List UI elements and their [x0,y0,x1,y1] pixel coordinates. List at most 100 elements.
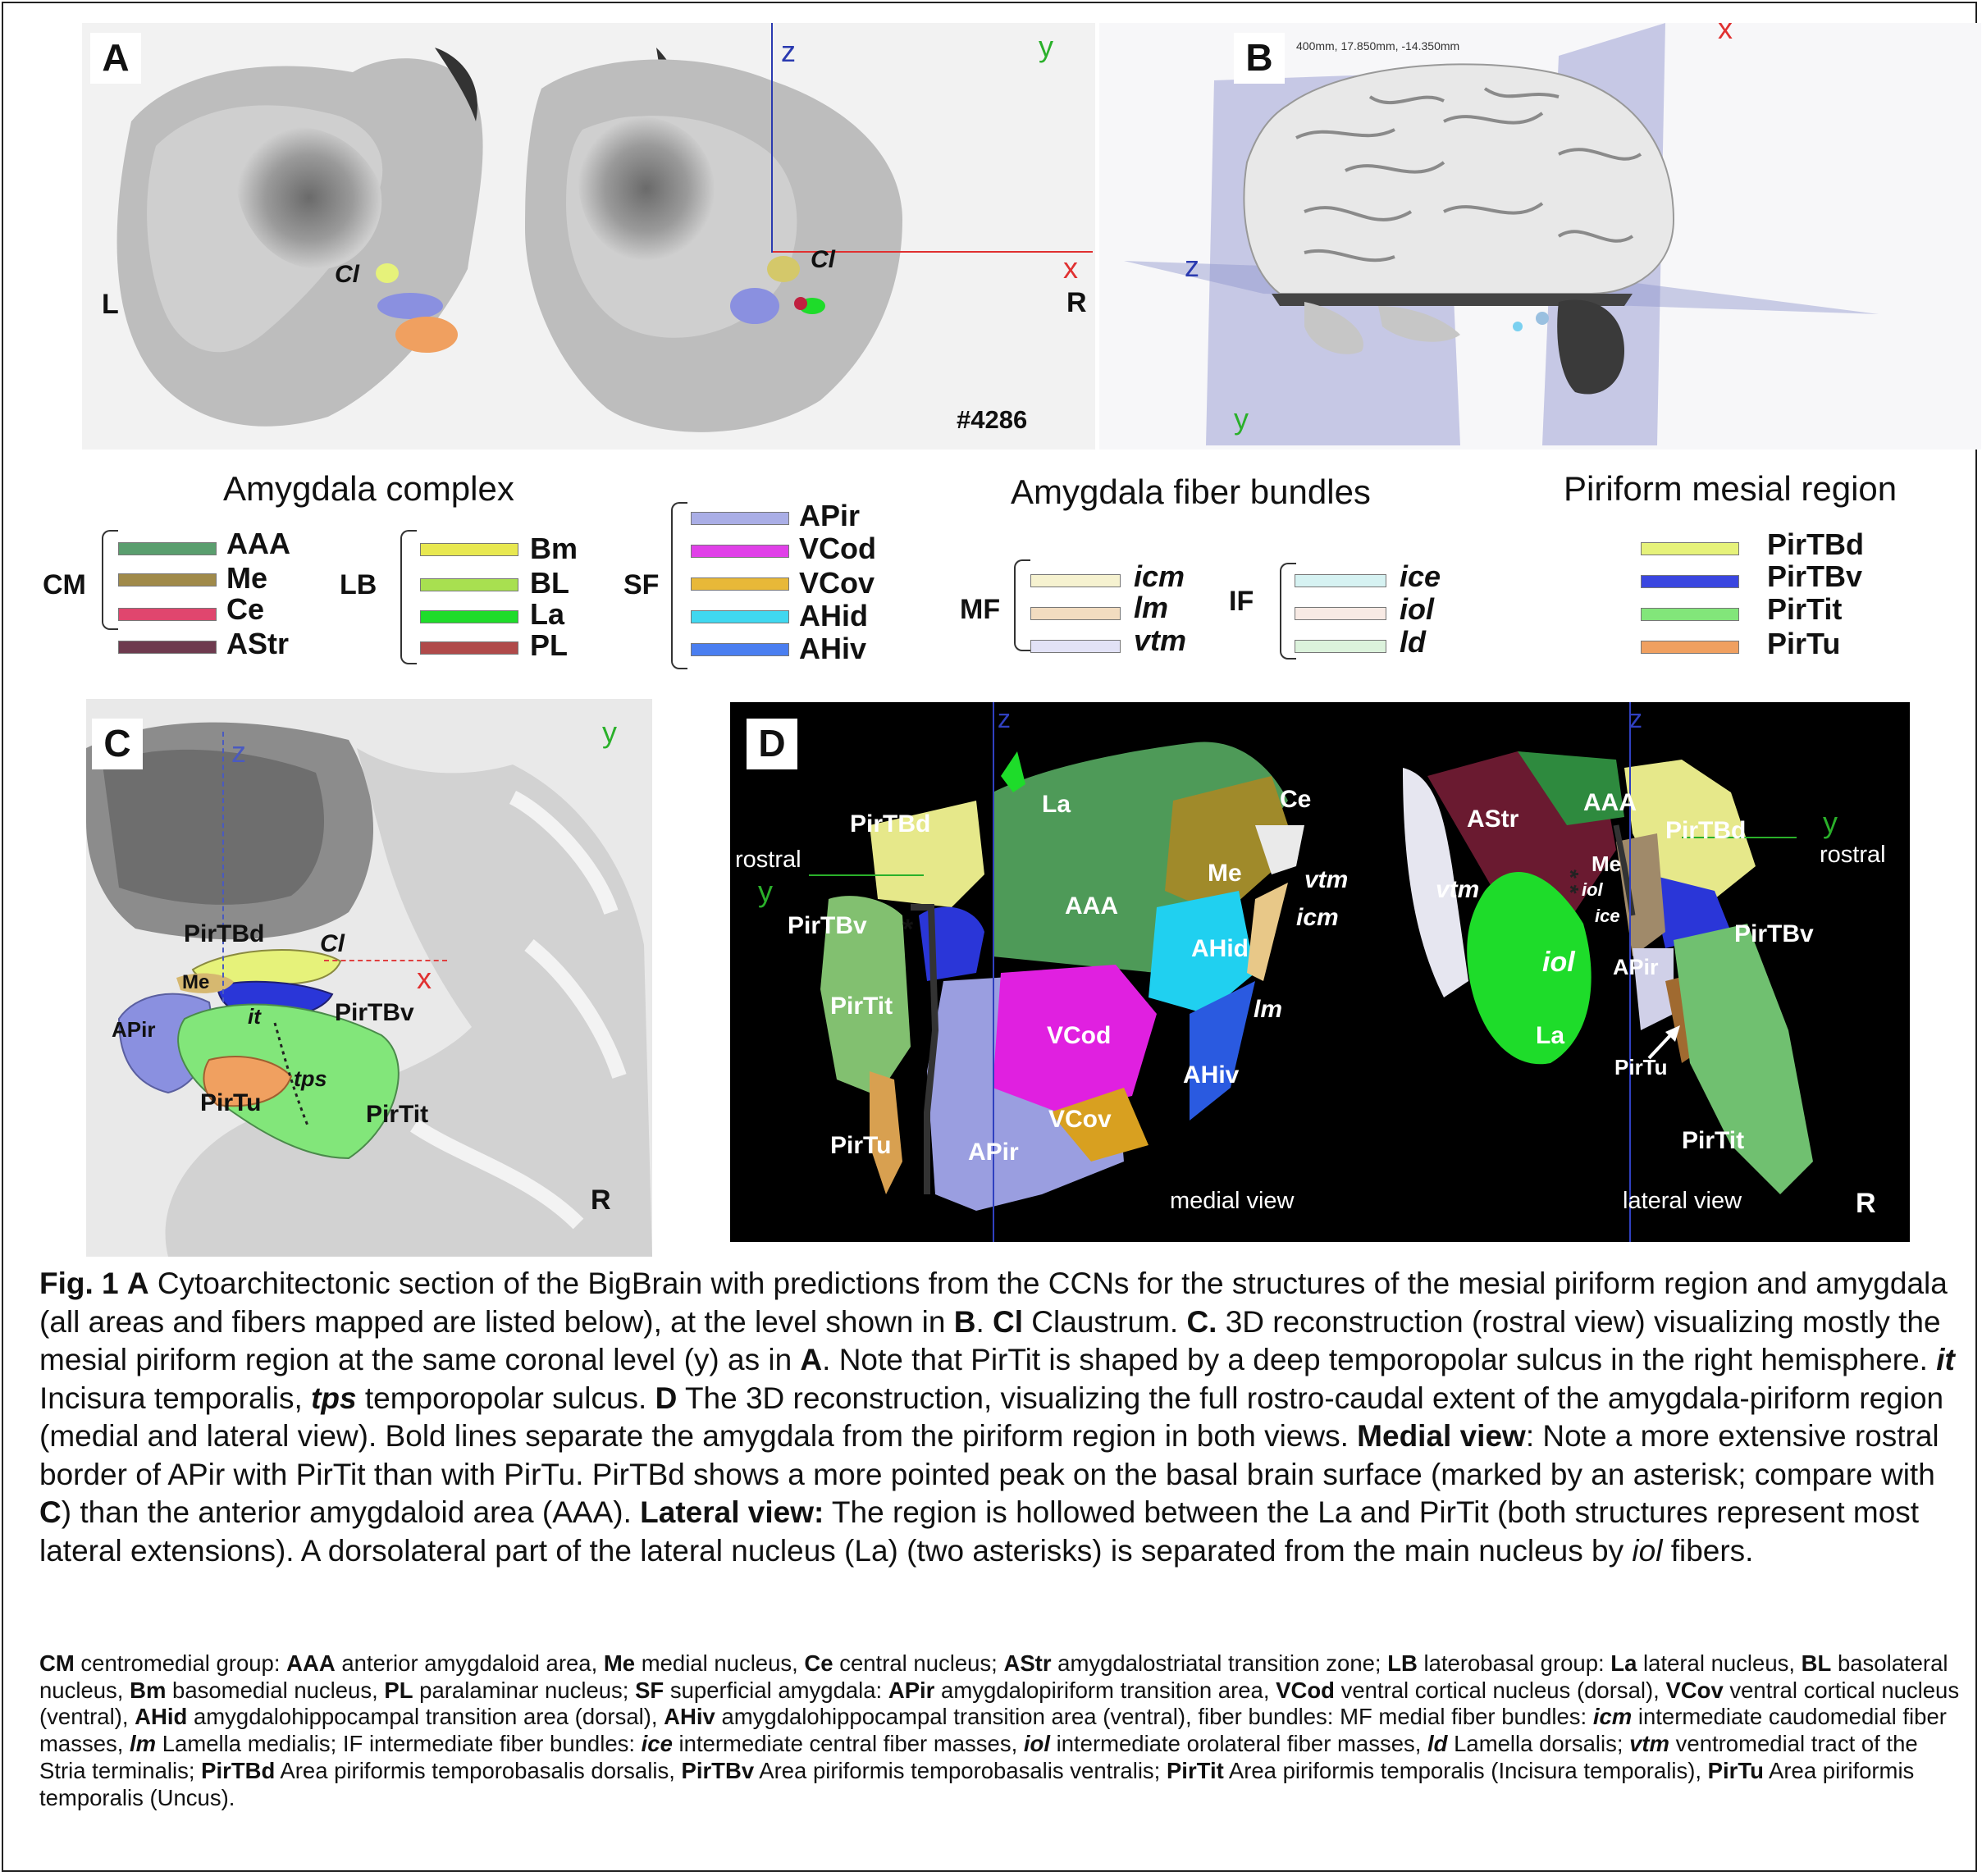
panel-c-reconstruction [86,699,652,1257]
abbrev-term: Bm [130,1677,167,1703]
panel-d-medial-me: Me [1208,860,1242,887]
panel-d-z-label-lateral: z [1629,704,1642,733]
abbrev-desc: amygdalohippocampal transition area (dor… [187,1704,664,1730]
abbrev-desc: centromedial group: [74,1650,287,1676]
cl-region-left [376,263,399,283]
legend-swatch-apir [691,512,789,525]
abbrev-desc: medial nucleus, [635,1650,805,1676]
panel-c [86,699,652,1257]
panel-d-y-axis-lateral [1682,837,1797,838]
panel-a-cl-right: Cl [811,246,835,273]
legend-swatch-pirtit [1641,608,1739,621]
panel-d-reconstruction [820,742,1813,1211]
legend-label-ahiv: AHiv [799,632,867,665]
caption-it: it [1936,1343,1955,1376]
panel-d-lateral-astr: AStr [1467,806,1519,833]
legend-swatch-pl [420,641,518,655]
panel-b-viewer-readout: 400mm, 17.850mm, -14.350mm [1296,39,1460,52]
legend-swatch-ahiv [691,643,789,656]
abbrev-desc: Area piriformis temporalis (Uncus). [39,1757,1915,1810]
abbrev-desc: lateral nucleus, [1637,1650,1802,1676]
panel-a-right-side: R [1066,287,1087,318]
panel-d-lateral-apir: APir [1613,955,1659,979]
abbrev-desc: ventral cortical nucleus (dorsal), [1334,1677,1666,1703]
panel-d-medial-icm: icm [1296,904,1339,931]
legend-swatch-pirtbv [1641,575,1739,588]
caption-after-b: . [975,1304,993,1339]
legend-swatch-astr [118,641,217,654]
panel-a-cl-left: Cl [335,261,359,288]
abbrev-term: VCov [1665,1677,1724,1703]
abbrev-term: AAA [286,1650,336,1676]
abbrev-term: ice [641,1731,673,1757]
caption-cl: Cl [993,1304,1024,1339]
legend-label-pl: PL [530,628,569,662]
legend-bracket-sf [671,502,687,669]
abbrev-desc: central nucleus; [833,1650,1004,1676]
panel-b-y-label: y [1234,402,1249,436]
abbrev-desc: superficial amygdala: [664,1677,888,1703]
legend-swatch-vtm [1030,640,1121,653]
panel-c-x-label: x [417,961,432,995]
legend-amygdala-title: Amygdala complex [223,469,514,508]
legend-label-lm: lm [1134,591,1169,624]
legend-swatch-lm [1030,607,1121,620]
caption-end: fibers. [1662,1533,1754,1568]
legend-label-aaa: AAA [226,527,290,560]
panel-d-lateral-pirtbd: PirTBd [1665,817,1747,844]
panel-c-y-label: y [602,715,617,749]
panel-a [82,23,1095,450]
panel-d-z-label-medial: z [998,704,1011,733]
panel-d-lateral-asterisks: * * [1558,870,1583,894]
panel-d-y-label-lateral: y [1823,806,1838,839]
panel-d-lateral-pirtbv: PirTBv [1734,920,1814,947]
legend-swatch-vcod [691,545,789,558]
legend-swatch-iol [1295,607,1386,620]
panel-d-lateral-ice: ice [1595,906,1620,926]
legend-bracket-mf [1014,559,1030,651]
panel-c-tps: tps [294,1066,327,1091]
caption-cl-text: Claustrum. [1023,1304,1187,1339]
legend-piriform-title: Piriform mesial region [1564,469,1898,508]
panel-d-medial-pirtu: PirTu [830,1132,892,1159]
caption-lateral: Lateral view: [640,1495,824,1529]
panel-c-it: it [248,1004,261,1029]
panel-c-pirtu: PirTu [200,1089,262,1116]
caption-medial: Medial view [1357,1419,1526,1453]
legend-label-vcov: VCov [799,566,875,600]
panel-d-medial-vcod: VCod [1047,1022,1112,1049]
panel-d [730,702,1910,1242]
legend-bracket-cm [102,530,118,630]
abbrev-term: iol [1023,1731,1050,1757]
panel-d-medial-apir: APir [968,1139,1019,1166]
legend-swatch-pirtu [1641,641,1739,654]
legend-group-mf: MF [960,594,1001,625]
caption-d: D [655,1381,678,1415]
caption-a: A [126,1267,149,1300]
panel-d-y-axis-medial [809,874,924,876]
abbrev-desc: intermediate caudomedial fiber masses, [39,1704,1947,1757]
legend-swatch-bl [420,578,518,591]
abbrev-desc: basolateral nucleus, [39,1650,1948,1703]
panel-b-label: B [1234,33,1285,84]
panel-d-lateral-view: lateral view [1623,1188,1742,1214]
panel-d-z-axis-medial [993,702,994,1242]
abbreviations-list: CM centromedial group: AAA anterior amyg… [39,1650,1963,1811]
panel-c-z-label: z [231,735,246,769]
panel-c-pirtit: PirTit [366,1101,429,1128]
legend-label-apir: APir [799,499,861,532]
abbrev-term: SF [635,1677,664,1703]
legend-label-iol: iol [1400,592,1434,626]
legend-swatch-ice [1295,574,1386,587]
legend-label-icm: icm [1134,559,1185,593]
panel-c-me: Me [182,971,210,993]
panel-d-medial-pirtit: PirTit [830,993,893,1020]
legend-swatch-ce [118,608,217,621]
panel-c-pirtbv: PirTBv [335,999,414,1026]
panel-b: 400mm, 17.850mm, -14.350mm [1099,23,1981,450]
abbrev-desc: anterior amygdaloid area, [335,1650,604,1676]
legend-swatch-me [118,573,217,587]
panel-d-lateral-iol: iol [1542,947,1575,978]
abbrev-desc: laterobasal group: [1417,1650,1611,1676]
legend-swatch-bm [420,543,518,556]
